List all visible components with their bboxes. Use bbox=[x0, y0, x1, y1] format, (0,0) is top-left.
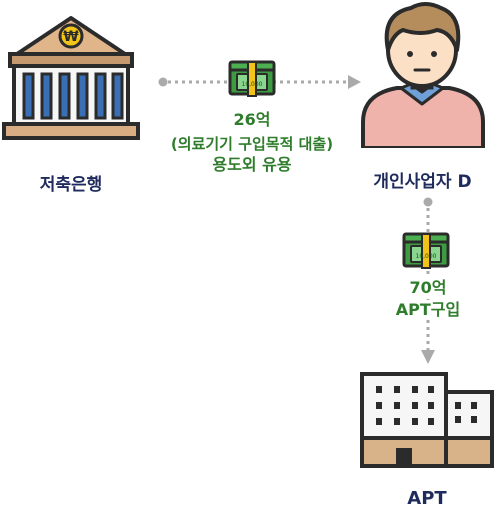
bank-label: 저축은행 bbox=[39, 175, 103, 195]
loan-amount: 26억 bbox=[233, 110, 271, 129]
borrower-label: 개인사업자 D bbox=[373, 172, 472, 192]
money-text: 10,000 bbox=[242, 81, 263, 88]
person-icon bbox=[345, 0, 500, 148]
purchase-amount: 70억 bbox=[376, 278, 480, 298]
apartment-icon bbox=[358, 372, 496, 470]
loan-purpose: (의료기기 구입목적 대출) bbox=[170, 135, 334, 153]
loan-flow-arrow bbox=[158, 72, 363, 92]
money-icon: 10,000 bbox=[228, 60, 276, 100]
money-icon: 10,000 bbox=[402, 232, 450, 272]
purchase-note: APT구입 bbox=[376, 300, 480, 320]
won-symbol: ₩ bbox=[63, 29, 79, 45]
bank-icon: ₩ bbox=[0, 10, 142, 150]
loan-note: 용도외 유용 bbox=[212, 155, 292, 174]
apt-label: APT bbox=[407, 488, 447, 509]
money-text: 10,000 bbox=[416, 253, 437, 260]
